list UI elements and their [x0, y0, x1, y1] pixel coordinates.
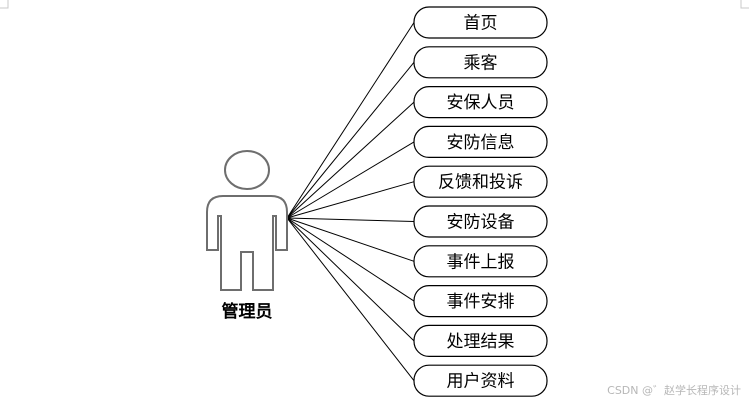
- use-case-label: 用户资料: [447, 372, 515, 392]
- use-case: 安防信息: [413, 125, 548, 159]
- use-case-box: [413, 245, 548, 278]
- use-case: 乘客: [413, 46, 548, 79]
- association-lines: [286, 22, 415, 382]
- association-line: [286, 217, 415, 302]
- use-case-label: 事件上报: [447, 252, 515, 272]
- use-case-box: [413, 85, 548, 119]
- actor-label: 管理员: [222, 301, 273, 322]
- use-case: 首页: [413, 6, 548, 39]
- use-case-label: 乘客: [464, 53, 498, 73]
- use-case-box: [413, 205, 548, 238]
- use-case-label: 事件安排: [447, 292, 515, 312]
- association-line: [286, 181, 415, 219]
- use-case-box: [413, 125, 548, 159]
- use-case: 处理结果: [413, 324, 548, 357]
- use-case-label: 安防设备: [447, 213, 515, 233]
- use-case-box: [413, 6, 548, 39]
- corner-marks: [0, 0, 749, 9]
- watermark-text: CSDN @゛赵学长程序设计: [607, 383, 741, 397]
- use-case-box: [413, 364, 548, 397]
- use-case-label: 安防信息: [447, 133, 515, 153]
- use-case-box: [413, 324, 548, 357]
- actor-figure: [206, 150, 288, 291]
- use-case-label: 安保人员: [447, 93, 515, 113]
- use-case: 安防设备: [413, 205, 548, 238]
- use-case-box: [413, 165, 548, 198]
- use-case-label: 首页: [464, 14, 498, 34]
- use-case-label: 反馈和投诉: [438, 173, 523, 193]
- association-line: [286, 217, 415, 342]
- use-case-box: [413, 46, 548, 79]
- actor-body: [206, 195, 288, 291]
- use-case: 安保人员: [413, 85, 548, 119]
- association-line: [286, 61, 415, 219]
- actor-head: [224, 150, 270, 190]
- association-line: [286, 217, 415, 222]
- use-case: 事件上报: [413, 245, 548, 278]
- association-line: [286, 217, 415, 382]
- association-line: [286, 101, 415, 219]
- use-case: 反馈和投诉: [413, 165, 548, 198]
- association-line: [286, 217, 415, 262]
- association-line: [286, 141, 415, 219]
- use-case-box: [413, 285, 548, 318]
- use-case: 用户资料: [413, 364, 548, 397]
- use-case: 事件安排: [413, 285, 548, 318]
- use-case-label: 处理结果: [447, 332, 515, 352]
- association-line: [286, 22, 415, 219]
